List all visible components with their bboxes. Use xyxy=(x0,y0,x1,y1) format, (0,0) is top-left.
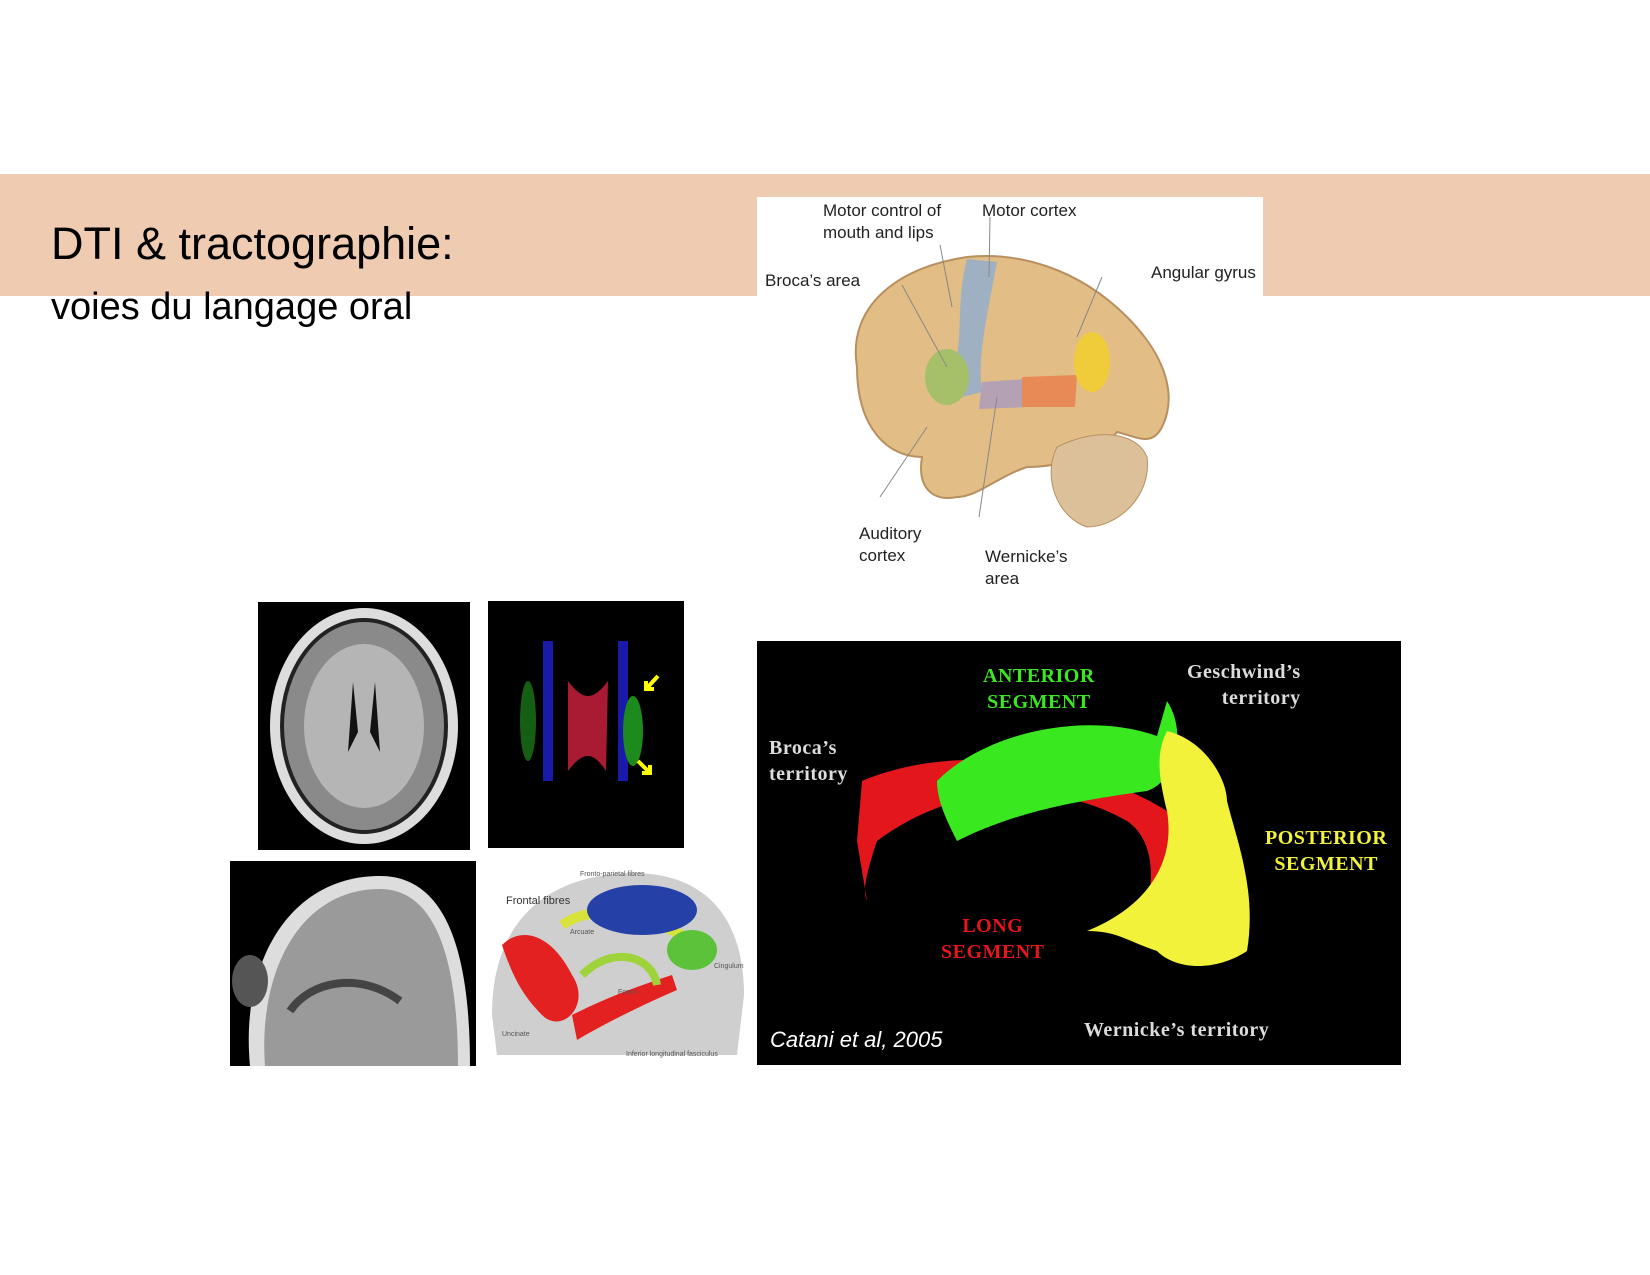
angular-gyrus-region xyxy=(1074,332,1110,392)
dti-color-map-image xyxy=(488,601,684,848)
label-uncinate: Uncinate xyxy=(502,1031,530,1038)
sagittal-mri-image xyxy=(230,861,476,1066)
label-cingulum: Cingulum xyxy=(714,963,744,970)
slide-title: DTI & tractographie: xyxy=(51,218,454,269)
label-arcuate: Arcuate xyxy=(570,929,595,936)
axial-mri-image xyxy=(258,602,470,850)
arcuate-segments-illustration xyxy=(857,701,1250,966)
tractography-image: Frontal fibres Fronto-parietal fibres Ar… xyxy=(482,865,749,1066)
broca-region xyxy=(925,349,969,405)
label-broca-area: Broca’s area xyxy=(765,271,861,290)
slide-subtitle: voies du langage oral xyxy=(51,286,413,328)
posterior-segment xyxy=(1087,731,1250,966)
label-frontal-fibres: Frontal fibres xyxy=(506,895,571,907)
arrow-icon xyxy=(644,674,660,691)
label-ilf: Inferior longitudinal fasciculus xyxy=(626,1051,718,1058)
auditory-region xyxy=(979,379,1029,409)
arrow-icon xyxy=(636,759,652,775)
anterior-segment xyxy=(937,701,1178,841)
citation: Catani et al, 2005 xyxy=(770,1027,943,1052)
label-wernicke-territory: Wernicke’s territory xyxy=(1084,1019,1270,1041)
label-motor-cortex: Motor cortex xyxy=(982,201,1077,220)
wernicke-region xyxy=(1022,375,1077,407)
label-fronto-parietal: Fronto-parietal fibres xyxy=(580,871,645,878)
long-segment xyxy=(857,759,1186,941)
label-fornix: Fornix xyxy=(618,989,638,996)
motor-cortex-region xyxy=(956,259,997,397)
brain-illustration xyxy=(854,216,1170,528)
label-angular-gyrus: Angular gyrus xyxy=(1151,263,1256,282)
